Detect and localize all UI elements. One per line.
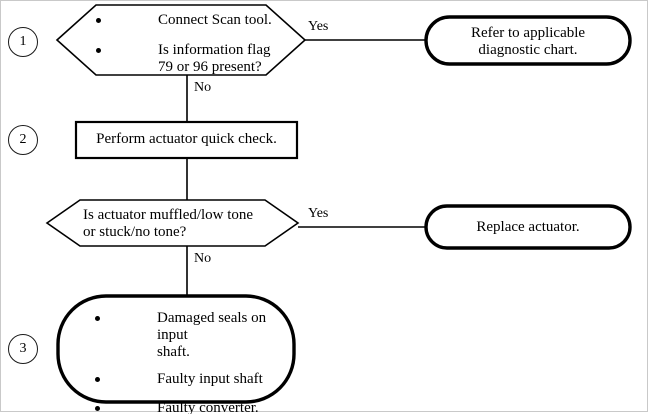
result-rounded-rect[interactable] xyxy=(56,294,296,404)
decision-2-hexagon[interactable] xyxy=(45,199,300,247)
terminal-1-oval[interactable] xyxy=(424,15,632,66)
terminal-1-line-2: diagnostic chart. xyxy=(478,41,578,58)
decision-1-bullet-1-text: Connect Scan tool. xyxy=(158,12,272,28)
step-number-2: 2 xyxy=(8,125,38,155)
edge-label-decision2-no: No xyxy=(194,251,212,266)
process-1-text: Perform actuator quick check. xyxy=(96,131,277,147)
bullet-dot-icon xyxy=(95,406,100,412)
bullet-dot-icon xyxy=(95,377,100,383)
step-number-3: 3 xyxy=(8,334,38,364)
decision-2-line-1: Is actuator muffled/low tone xyxy=(83,207,254,223)
bullet-dot-icon xyxy=(96,18,101,23)
decision-1-bullet-1: Connect Scan tool. xyxy=(96,12,296,29)
decision-1-content: Connect Scan tool. Is information flag 7… xyxy=(96,12,296,75)
terminal-2-text: Replace actuator. xyxy=(476,219,580,235)
terminal-2-oval[interactable] xyxy=(424,204,632,250)
result-bullets: Damaged seals on input shaft. Faulty inp… xyxy=(95,310,285,414)
edge-label-decision1-yes: Yes xyxy=(308,19,329,34)
result-bullet-2: Faulty input shaft xyxy=(95,371,285,388)
edge-label-decision1-no: No xyxy=(194,80,212,95)
step-number-1: 1 xyxy=(8,27,38,57)
step-number-3-label: 3 xyxy=(19,341,27,356)
process-1-rect[interactable] xyxy=(74,120,299,160)
decision-1-bullet-2-line1: Is information flag xyxy=(158,41,271,58)
terminal-1-text: Refer to applicable diagnostic chart. xyxy=(440,25,616,58)
result-bullet-3: Faulty converter. xyxy=(95,400,285,414)
result-bullet-2-text: Faulty input shaft xyxy=(157,371,263,388)
result-content: Damaged seals on input shaft. Faulty inp… xyxy=(95,310,285,414)
step-number-2-label: 2 xyxy=(19,132,27,147)
bullet-dot-icon xyxy=(96,47,101,53)
step-number-1-label: 1 xyxy=(19,34,27,49)
result-bullet-3-text: Faulty converter. xyxy=(157,400,259,414)
result-bullet-1-line2: shaft. xyxy=(157,343,190,360)
result-bullet-1-line1: Damaged seals on input xyxy=(157,310,267,343)
decision-2-line-2: or stuck/no tone? xyxy=(83,223,187,240)
decision-1-bullet-2-line2: 79 or 96 present? xyxy=(158,58,262,75)
terminal-1-line-1: Refer to applicable xyxy=(470,25,586,41)
bullet-dot-icon xyxy=(95,316,100,321)
edge-label-decision2-yes: Yes xyxy=(308,206,329,221)
decision-1-bullet-2: Is information flag 79 or 96 present? xyxy=(96,42,296,76)
decision-2-text: Is actuator muffled/low tone or stuck/no… xyxy=(83,207,283,240)
decision-1-bullets: Connect Scan tool. Is information flag 7… xyxy=(96,12,296,75)
result-bullet-1: Damaged seals on input shaft. xyxy=(95,310,285,360)
